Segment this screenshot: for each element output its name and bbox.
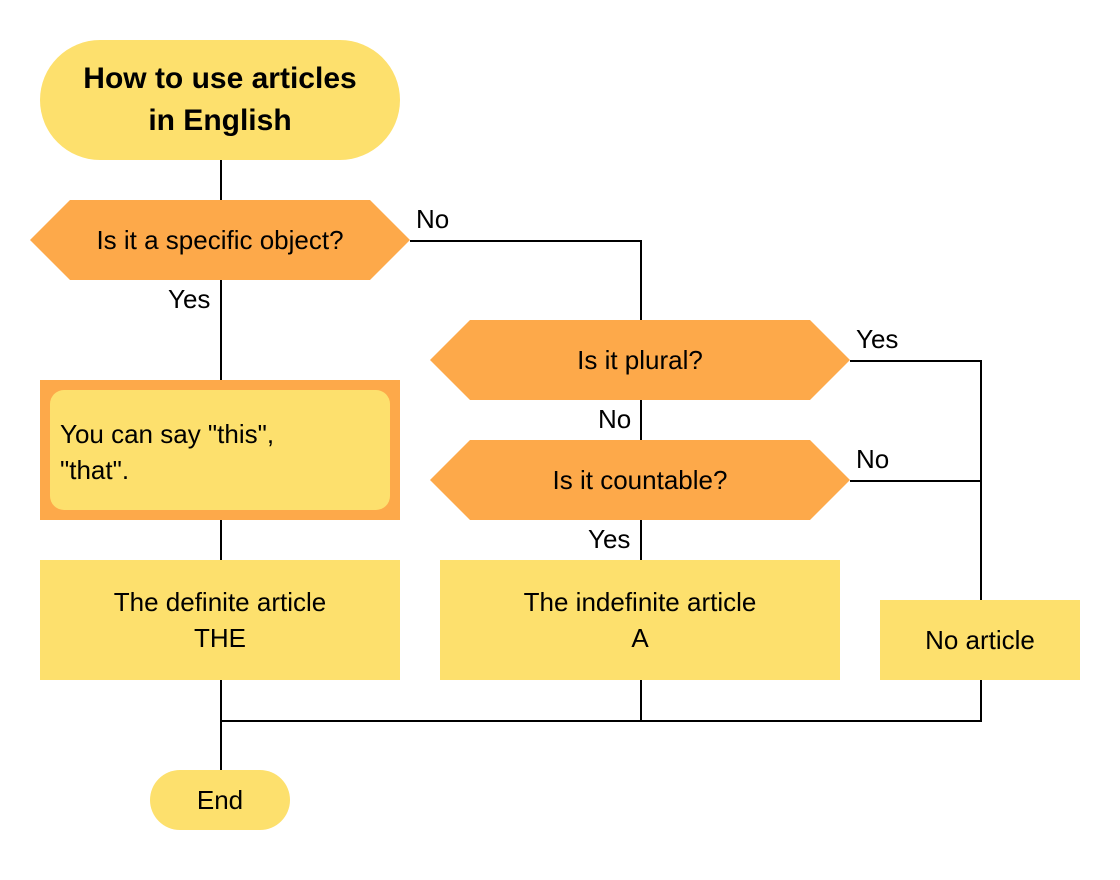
result-none-label: No article [925, 625, 1035, 655]
note-content: You can say "this", "that". [50, 390, 390, 510]
decision-countable: Is it countable? [430, 440, 850, 520]
result-definite-line1: The definite article [113, 587, 327, 617]
edge-label-plural-yes: Yes [856, 324, 899, 354]
edge-label-specific-no: No [416, 204, 450, 234]
decision-specific-label: Is it a specific object? [96, 224, 344, 255]
connector-plural-yes [850, 360, 982, 600]
result-definite-article: The definite article THE [40, 560, 400, 680]
edge-label-countable-no: No [856, 444, 890, 474]
edge-label-specific-yes: Yes [168, 284, 211, 314]
result-definite-line2: THE [194, 623, 246, 653]
edge-label-plural-no: No [598, 404, 632, 434]
decision-specific-object: Is it a specific object? [30, 200, 410, 280]
start-terminal: How to use articles in English [40, 40, 400, 160]
start-title-line1: How to use articles [83, 62, 357, 95]
result-indefinite-article: The indefinite article A [440, 560, 840, 680]
decision-countable-label: Is it countable? [552, 464, 728, 495]
note-line1: You can say "this", [60, 419, 275, 449]
note-line2: "that". [60, 455, 130, 485]
end-terminal: End [150, 770, 290, 830]
edge-label-countable-yes: Yes [588, 524, 631, 554]
end-label: End [196, 784, 244, 815]
note-box: You can say "this", "that". [40, 380, 400, 520]
result-indefinite-line1: The indefinite article [523, 587, 757, 617]
result-indefinite-line2: A [631, 623, 649, 653]
start-title-line2: in English [148, 104, 292, 137]
decision-plural: Is it plural? [430, 320, 850, 400]
decision-plural-label: Is it plural? [577, 344, 703, 375]
connector-none-down [221, 680, 982, 722]
result-no-article: No article [880, 600, 1080, 680]
connector-specific-no [410, 240, 642, 320]
